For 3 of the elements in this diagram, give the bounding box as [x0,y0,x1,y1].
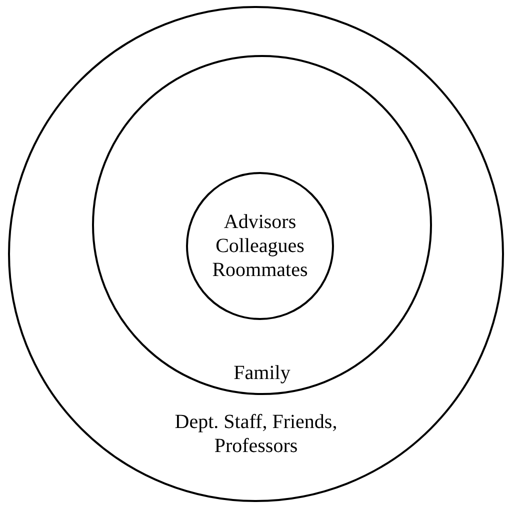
group-label: Dept. Staff, Friends, Professors [174,410,338,458]
group-label: Advisors Colleagues Roommates [211,210,309,282]
group-label: Family [232,361,292,385]
